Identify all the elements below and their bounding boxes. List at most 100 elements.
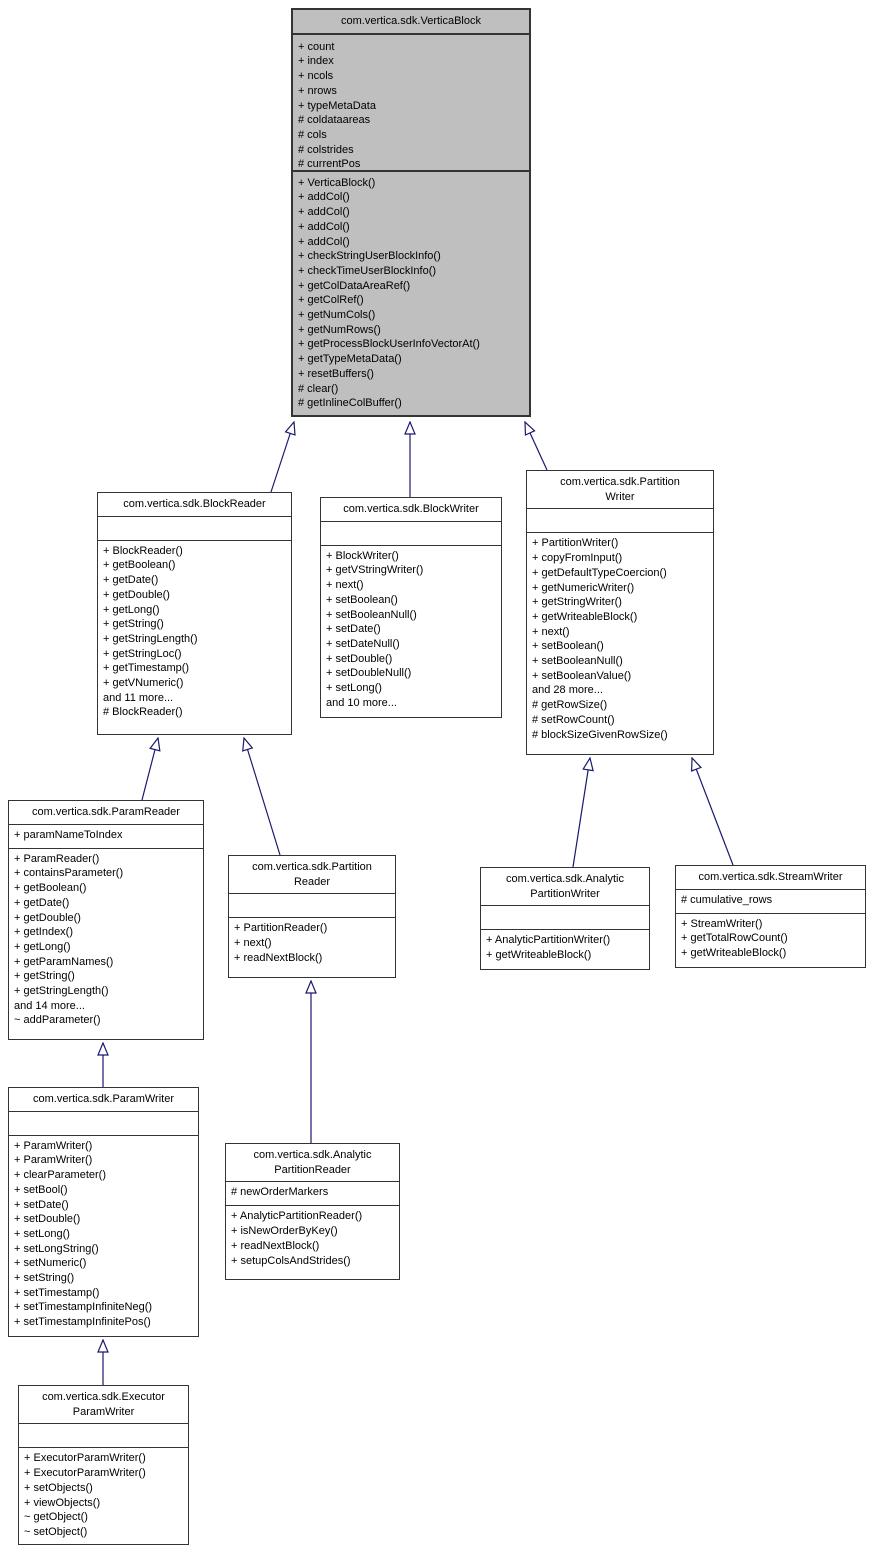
class-title: com.vertica.sdk.Partition Reader xyxy=(229,856,395,895)
class-box-partitionreader[interactable]: com.vertica.sdk.Partition Reader + Parti… xyxy=(228,855,396,978)
member-row: + count xyxy=(298,40,335,53)
member-row: + getColDataAreaRef() xyxy=(298,279,411,292)
class-box-executorparamwriter[interactable]: com.vertica.sdk.Executor ParamWriter + E… xyxy=(18,1385,189,1545)
edge-partitionwriter-verticablock xyxy=(525,422,548,471)
member-row: # cumulative_rows xyxy=(681,893,773,906)
member-row: + getDouble() xyxy=(14,911,81,924)
class-attributes xyxy=(9,1112,198,1136)
member-row: + AnalyticPartitionReader() xyxy=(231,1210,363,1223)
edge-paramreader-blockreader xyxy=(141,738,158,801)
class-methods: + StreamWriter()+ getTotalRowCount()+ ge… xyxy=(676,914,865,967)
member-row: and 28 more... xyxy=(532,684,603,697)
member-row: + setNumeric() xyxy=(14,1257,87,1270)
member-row: + setDateNull() xyxy=(326,637,400,650)
member-row: + PartitionWriter() xyxy=(532,537,619,550)
member-row: # BlockReader() xyxy=(103,706,183,719)
member-row: + getDouble() xyxy=(103,588,170,601)
class-methods: + ExecutorParamWriter()+ ExecutorParamWr… xyxy=(19,1448,188,1544)
class-title: com.vertica.sdk.ParamWriter xyxy=(9,1088,198,1112)
member-row: + getLong() xyxy=(103,603,160,616)
member-row: # setRowCount() xyxy=(532,713,615,726)
class-attributes xyxy=(481,906,649,931)
member-row: + setTimestamp() xyxy=(14,1286,100,1299)
class-title: com.vertica.sdk.Analytic PartitionWriter xyxy=(481,868,649,907)
member-row: + readNextBlock() xyxy=(231,1239,320,1252)
member-row: + getTimestamp() xyxy=(103,662,190,675)
class-methods: + VerticaBlock()+ addCol()+ addCol()+ ad… xyxy=(293,172,529,415)
edge-blockreader-verticablock xyxy=(270,422,294,493)
class-attributes: # newOrderMarkers xyxy=(226,1182,399,1207)
member-row: + next() xyxy=(234,937,272,950)
member-row: + setDate() xyxy=(14,1198,69,1211)
class-methods: + ParamWriter()+ ParamWriter()+ clearPar… xyxy=(9,1136,198,1336)
member-row: ~ addParameter() xyxy=(14,1014,101,1027)
member-row: + BlockWriter() xyxy=(326,549,399,562)
member-row: # coldataareas xyxy=(298,114,371,127)
member-row: + getStringLength() xyxy=(14,985,109,998)
member-row: + getNumRows() xyxy=(298,323,381,336)
member-row: + getVNumeric() xyxy=(103,677,184,690)
member-row: + setupColsAndStrides() xyxy=(231,1254,351,1267)
member-row: + addCol() xyxy=(298,235,350,248)
member-row: + getWriteableBlock() xyxy=(532,610,638,623)
class-attributes xyxy=(19,1424,188,1449)
class-box-paramwriter[interactable]: com.vertica.sdk.ParamWriter + ParamWrite… xyxy=(8,1087,199,1337)
member-row: + setBool() xyxy=(14,1183,68,1196)
member-row: + addCol() xyxy=(298,220,350,233)
class-attributes xyxy=(527,509,713,534)
class-box-partitionwriter[interactable]: com.vertica.sdk.Partition Writer + Parti… xyxy=(526,470,714,755)
member-row: + getStringWriter() xyxy=(532,596,622,609)
member-row: + BlockReader() xyxy=(103,544,183,557)
member-row: + getTotalRowCount() xyxy=(681,932,788,945)
class-box-blockreader[interactable]: com.vertica.sdk.BlockReader + BlockReade… xyxy=(97,492,292,735)
class-attributes: + count+ index+ ncols+ nrows+ typeMetaDa… xyxy=(293,35,529,172)
member-row: + checkTimeUserBlockInfo() xyxy=(298,264,437,277)
member-row: + AnalyticPartitionWriter() xyxy=(486,934,611,947)
edge-streamwriter-partitionwriter xyxy=(692,758,734,866)
member-row: ~ getObject() xyxy=(24,1511,88,1524)
member-row: + getString() xyxy=(14,970,75,983)
class-box-blockwriter[interactable]: com.vertica.sdk.BlockWriter + BlockWrite… xyxy=(320,497,502,718)
edge-partitionreader-blockreader xyxy=(244,738,281,856)
member-row: + setDouble() xyxy=(326,652,393,665)
member-row: + getBoolean() xyxy=(103,559,176,572)
class-box-analyticpartitionreader[interactable]: com.vertica.sdk.Analytic PartitionReader… xyxy=(225,1143,400,1280)
class-title: com.vertica.sdk.BlockReader xyxy=(98,493,291,517)
member-row: + PartitionReader() xyxy=(234,922,328,935)
member-row: # currentPos xyxy=(298,158,361,171)
member-row: + getParamNames() xyxy=(14,955,114,968)
class-methods: + AnalyticPartitionReader() + isNewOrderB… xyxy=(226,1206,399,1279)
member-row: + ncols xyxy=(298,70,334,83)
class-box-verticablock: com.vertica.sdk.VerticaBlock + count + in… xyxy=(291,8,531,417)
class-box-analyticpartitionwriter[interactable]: com.vertica.sdk.Analytic PartitionWriter… xyxy=(480,867,650,970)
member-row: + ParamWriter() xyxy=(14,1139,93,1152)
class-methods: + BlockWriter()+ getVStringWriter()+ nex… xyxy=(321,546,501,717)
member-row: + isNewOrderByKey() xyxy=(231,1225,338,1238)
member-row: + typeMetaData xyxy=(298,99,376,112)
member-row: + setString() xyxy=(14,1272,75,1285)
class-title: com.vertica.sdk.Executor ParamWriter xyxy=(19,1386,188,1425)
member-row: + ParamWriter() xyxy=(14,1154,93,1167)
member-row: + getWriteableBlock() xyxy=(681,947,787,960)
member-row: + next() xyxy=(326,579,364,592)
class-box-streamwriter[interactable]: com.vertica.sdk.StreamWriter # cumulativ… xyxy=(675,865,866,968)
member-row: + getString() xyxy=(103,618,164,631)
member-row: + containsParameter() xyxy=(14,867,124,880)
member-row: # cols xyxy=(298,128,327,141)
class-title: com.vertica.sdk.Partition Writer xyxy=(527,471,713,510)
class-methods: + AnalyticPartitionWriter()+ getWriteabl… xyxy=(481,930,649,969)
member-row: + setTimestampInfiniteNeg() xyxy=(14,1301,153,1314)
member-row: ~ setObject() xyxy=(24,1525,88,1538)
class-attributes xyxy=(98,517,291,541)
member-row: + checkStringUserBlockInfo() xyxy=(298,250,441,263)
class-box-paramreader[interactable]: com.vertica.sdk.ParamReader + paramNameT… xyxy=(8,800,204,1040)
member-row: + resetBuffers() xyxy=(298,367,374,380)
class-title: com.vertica.sdk.VerticaBlock xyxy=(293,10,529,35)
member-row: and 11 more... xyxy=(103,691,174,704)
member-row: + setBoolean() xyxy=(326,593,398,606)
member-row: + index xyxy=(298,55,334,68)
member-row: + setDate() xyxy=(326,623,381,636)
member-row: + readNextBlock() xyxy=(234,951,323,964)
